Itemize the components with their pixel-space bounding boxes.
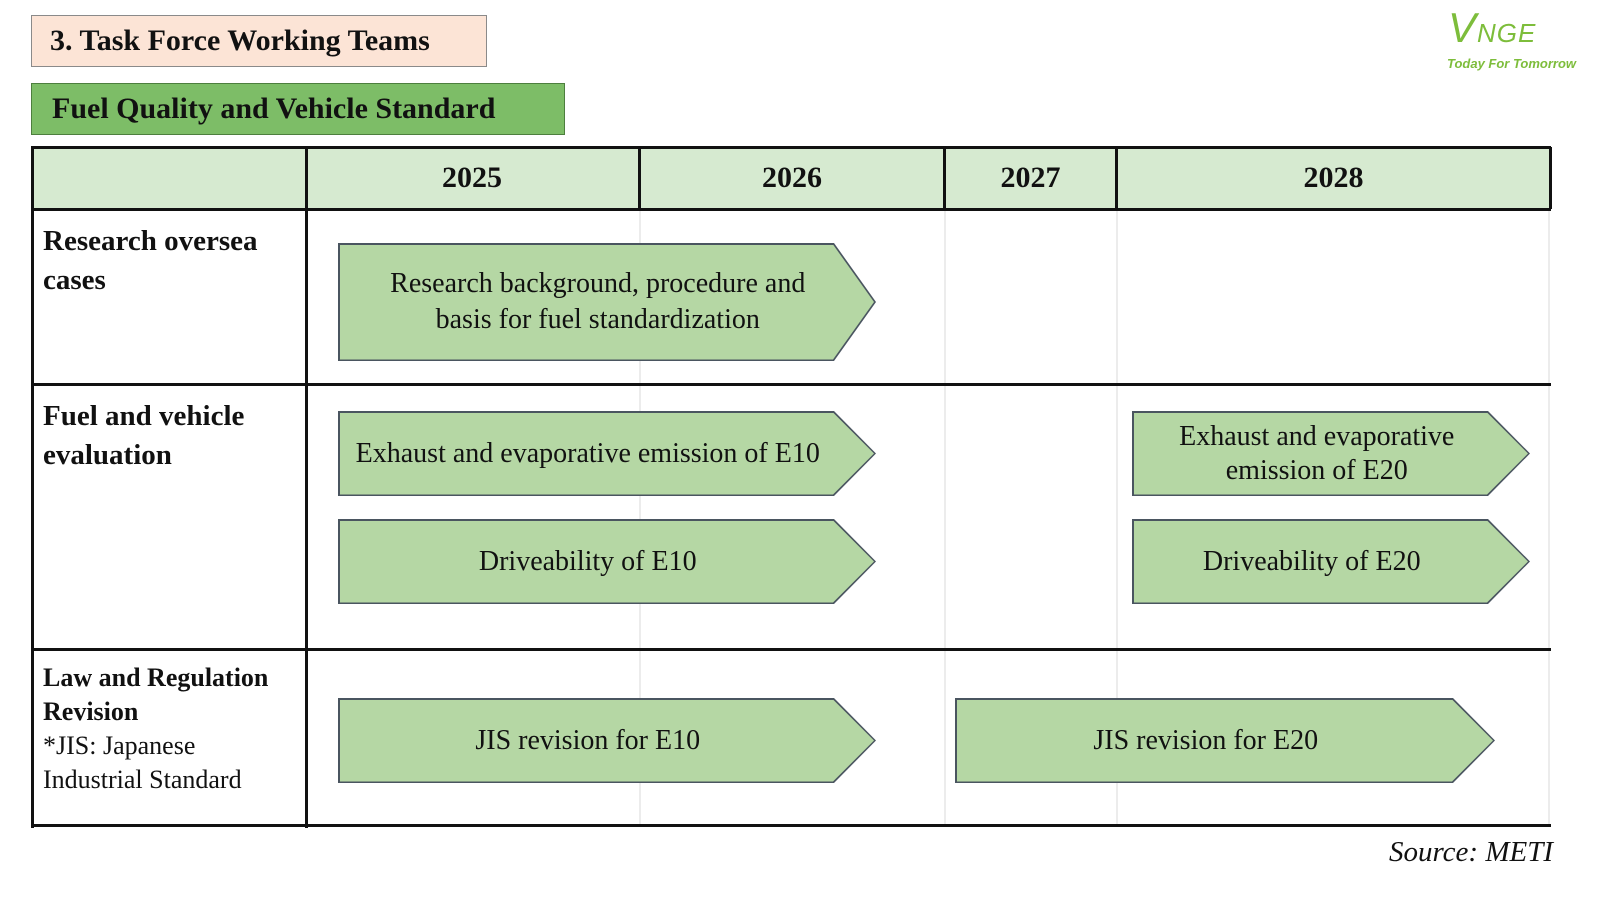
divider	[31, 648, 1551, 651]
source-note: Source: METI	[1388, 836, 1553, 868]
task-arrow-emission-e20: Exhaust and evaporative emission of E20	[1132, 411, 1530, 496]
gridline	[639, 209, 641, 826]
row-label-research: Research oversea cases	[43, 225, 258, 296]
task-label: JIS revision for E10	[340, 700, 875, 782]
task-arrow-driveability-e20: Driveability of E20	[1132, 519, 1530, 604]
gridline	[944, 209, 946, 826]
gridline	[1548, 209, 1550, 826]
year-header-row	[31, 147, 1551, 209]
task-label: Research background, procedure and basis…	[340, 245, 875, 360]
year-header-2028: 2028	[1303, 161, 1364, 194]
section-subtitle: Fuel Quality and Vehicle Standard	[31, 83, 565, 135]
year-header-2026: 2026	[762, 161, 822, 194]
vnge-logo: VNGE Today For Tomorrow	[1440, 4, 1590, 76]
divider	[31, 208, 1551, 211]
task-arrow-jis-e20: JIS revision for E20	[955, 698, 1495, 783]
logo-mark: VNGE	[1448, 4, 1537, 51]
year-header-2027: 2027	[1000, 161, 1061, 194]
task-arrow-driveability-e10: Driveability of E10	[338, 519, 876, 604]
row-label-law-title: Law and Regulation Revision	[43, 663, 269, 726]
gridline	[1116, 209, 1118, 826]
task-arrow-emission-e10: Exhaust and evaporative emission of E10	[338, 411, 876, 496]
divider	[638, 147, 641, 209]
divider	[31, 147, 34, 828]
task-label: Exhaust and evaporative emission of E20	[1134, 413, 1529, 495]
divider	[1115, 147, 1118, 209]
task-arrow-research: Research background, procedure and basis…	[338, 243, 876, 361]
logo-tagline: Today For Tomorrow	[1447, 56, 1577, 71]
row-label-evaluation: Fuel and vehicle evaluation	[43, 400, 245, 471]
divider	[31, 383, 1551, 386]
task-arrow-jis-e10: JIS revision for E10	[338, 698, 876, 783]
task-label: Driveability of E20	[1134, 521, 1529, 603]
row-note-jis: *JIS: Japanese Industrial Standard	[43, 731, 242, 794]
divider	[31, 146, 1551, 149]
divider	[1549, 147, 1552, 209]
row-label-law: Law and Regulation Revision *JIS: Japane…	[43, 661, 301, 797]
divider	[305, 147, 308, 828]
page-title: 3. Task Force Working Teams	[31, 15, 487, 67]
divider	[943, 147, 946, 209]
task-label: Exhaust and evaporative emission of E10	[340, 413, 875, 495]
task-label: Driveability of E10	[340, 521, 875, 603]
year-header-2025: 2025	[442, 161, 502, 194]
divider	[31, 824, 1551, 827]
task-label: JIS revision for E20	[957, 700, 1494, 782]
